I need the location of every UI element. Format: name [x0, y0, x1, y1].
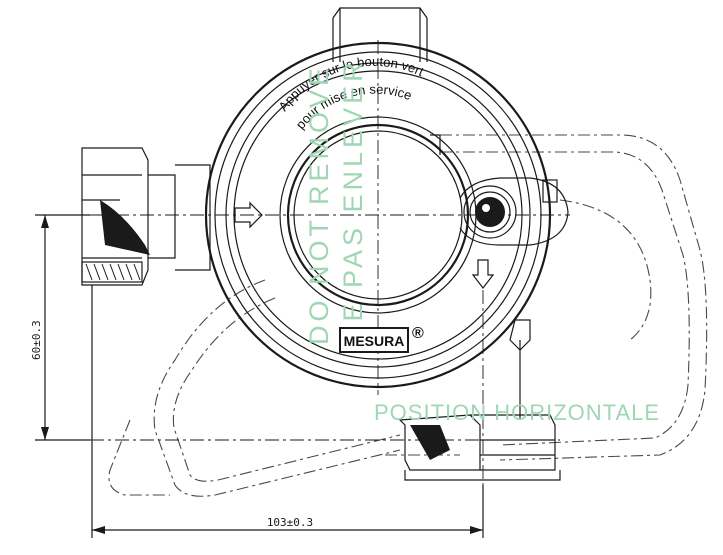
- warning-line2: NE PAS ENLEVER: [338, 58, 368, 345]
- phantom-hose-outline: [108, 134, 708, 497]
- inlet-fitting: [81, 147, 211, 286]
- brand-label: MESURA: [344, 333, 405, 349]
- position-note: POSITION HORIZONTALE: [374, 400, 660, 425]
- dimension-vertical: 60±0.3: [30, 214, 90, 441]
- top-knob: [332, 7, 428, 62]
- dimension-horizontal: 103±0.3: [91, 285, 484, 538]
- warning-line1: DO NOT REMOVE: [304, 64, 334, 345]
- warning-text: DO NOT REMOVE NE PAS ENLEVER: [304, 58, 368, 345]
- green-button-boss: [459, 177, 569, 246]
- dim-horizontal-label: 103±0.3: [267, 516, 313, 529]
- flow-arrows: [234, 201, 495, 289]
- dim-vertical-label: 60±0.3: [30, 320, 43, 360]
- brand-badge: MESURA ®: [339, 325, 424, 353]
- registered-mark: ®: [412, 325, 424, 342]
